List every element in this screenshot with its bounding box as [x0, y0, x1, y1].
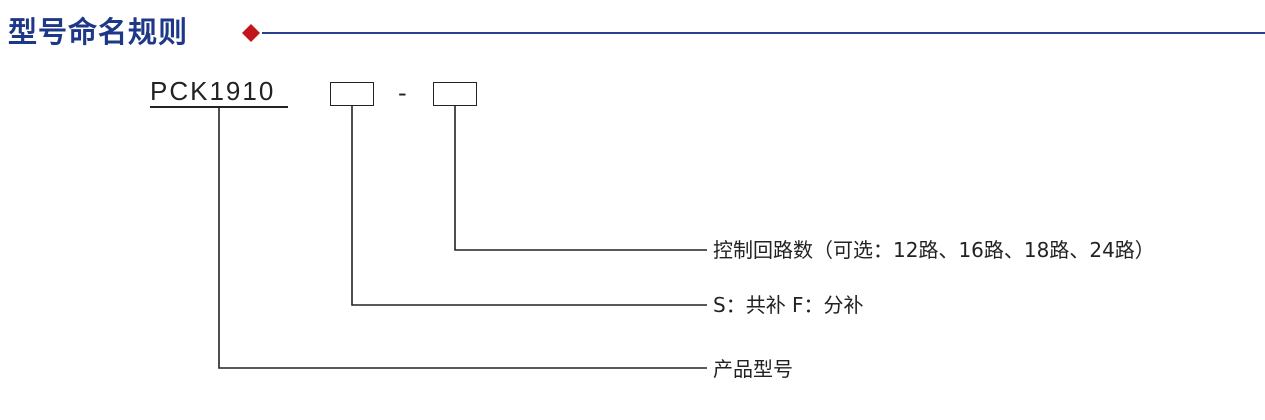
circuit-count-description: 控制回路数（可选：12路、16路、18路、24路） [713, 238, 1155, 262]
connector-circuit-count [454, 106, 707, 251]
compensation-type-description: S：共补 F：分补 [713, 293, 864, 317]
connector-product-model [218, 106, 707, 369]
header-divider [262, 32, 1265, 34]
product-model-description: 产品型号 [713, 357, 793, 381]
circuit-count-box [433, 82, 477, 106]
separator-dash: - [398, 79, 407, 107]
compensation-type-box [330, 82, 374, 106]
diamond-icon [242, 24, 260, 42]
connector-compensation-type [351, 106, 707, 306]
page-title: 型号命名规则 [8, 15, 189, 49]
model-code: PCK1910 [150, 76, 276, 106]
